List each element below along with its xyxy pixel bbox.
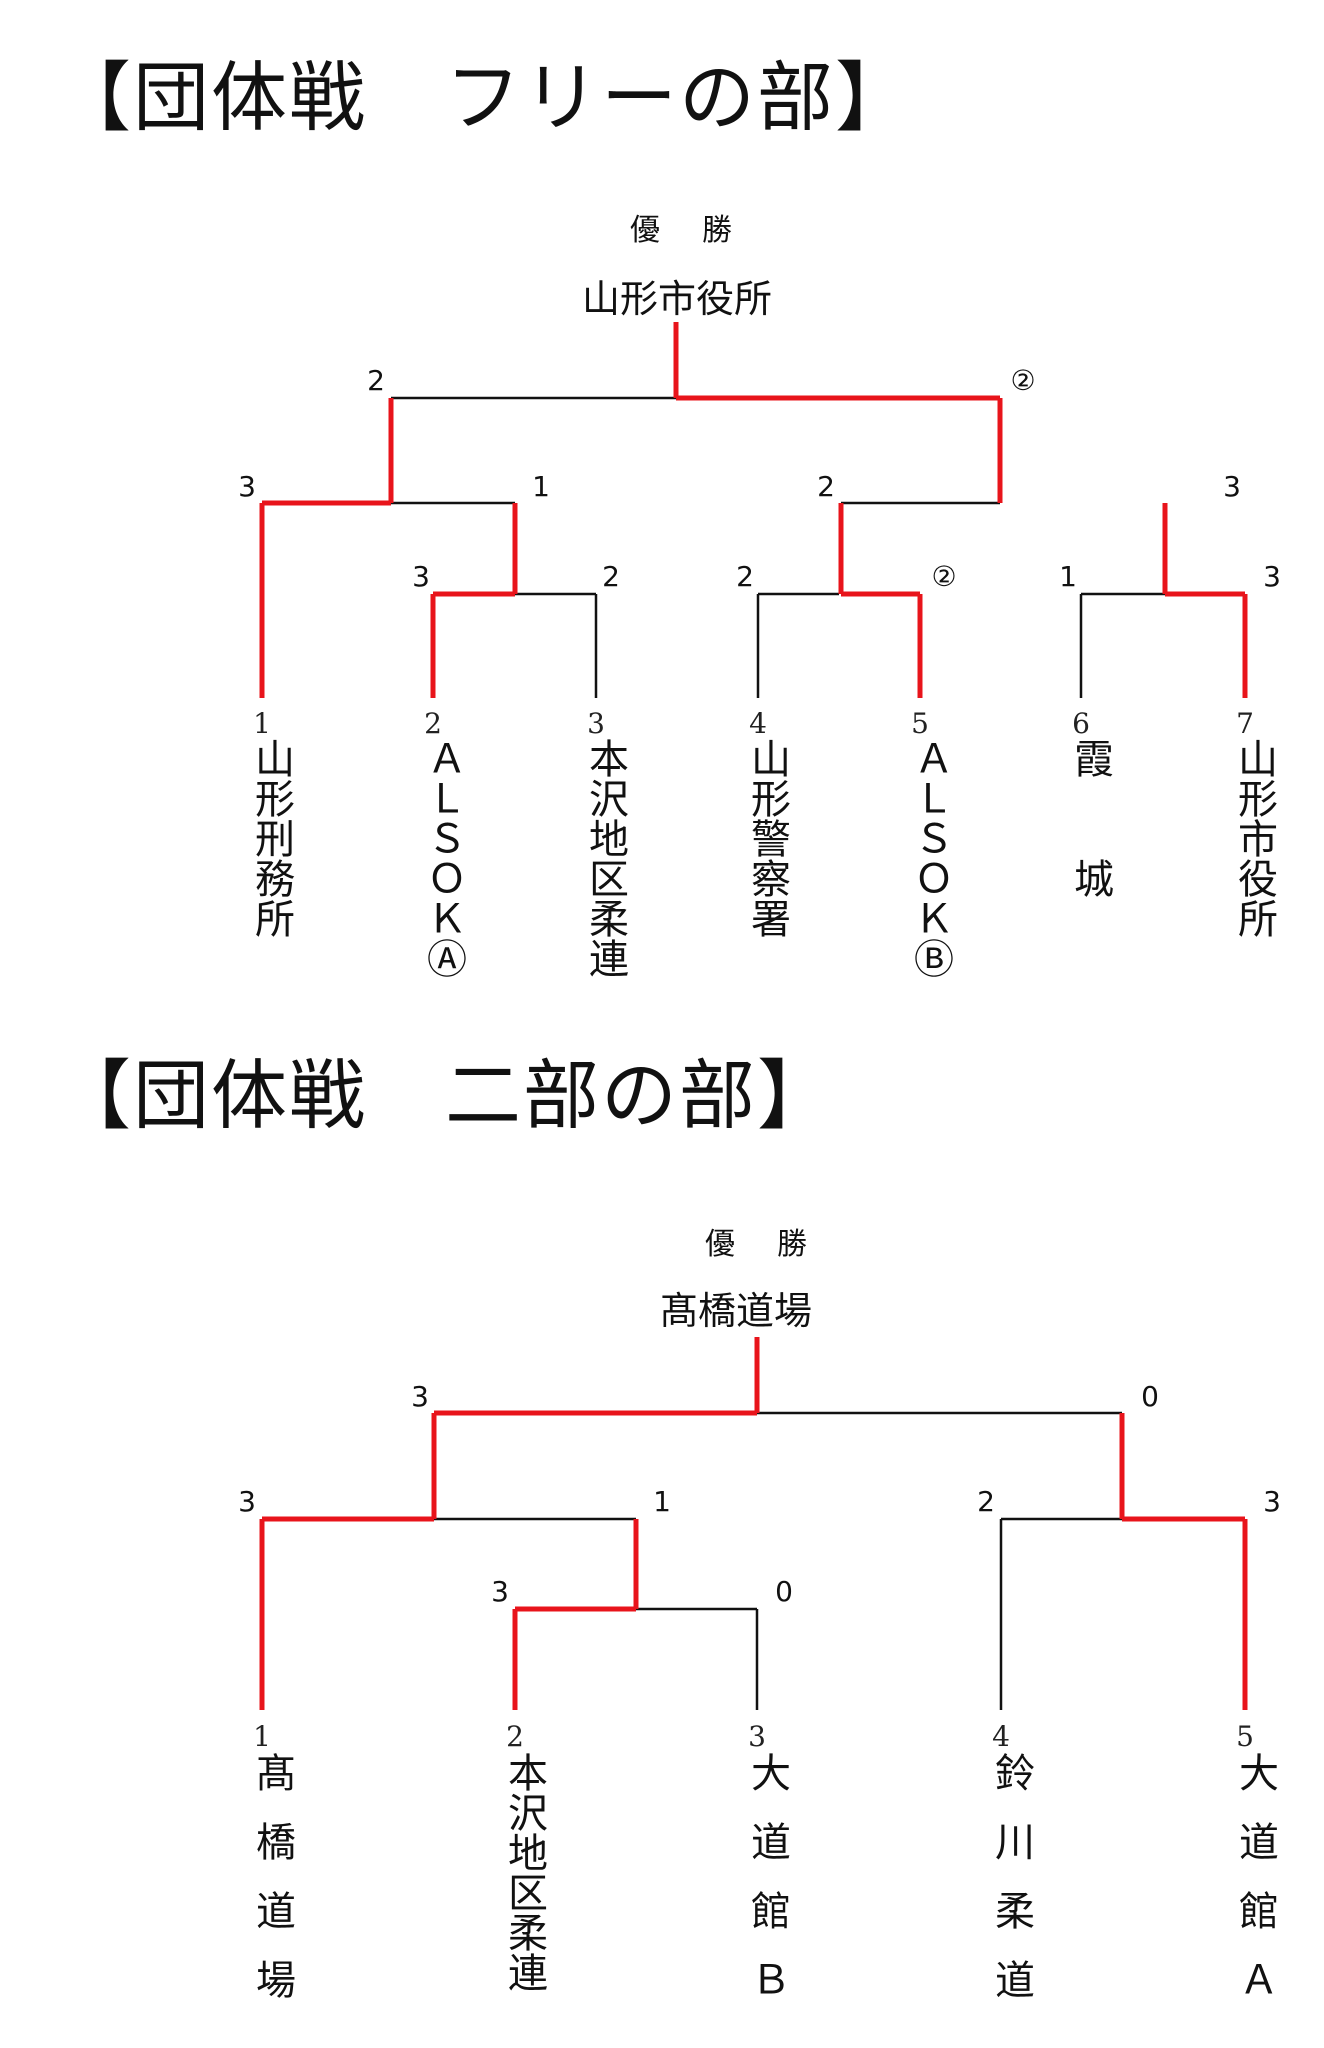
free-score-r2-45: 2 <box>817 470 835 503</box>
free-score-final-right: ② <box>1010 364 1035 397</box>
free-score-r1-2: 3 <box>412 560 430 593</box>
second-score-r2-23: 1 <box>653 1485 671 1518</box>
free-seed-5: 5 <box>911 707 929 740</box>
second-score-final-right: 0 <box>1141 1380 1159 1413</box>
free-bracket-lines <box>391 396 1165 698</box>
second-score-r1-4: 2 <box>977 1485 995 1518</box>
second-score-r1-2: 3 <box>491 1575 509 1608</box>
free-team-3: 本沢地区柔連 <box>582 738 628 978</box>
free-score-r1-4: 2 <box>736 560 754 593</box>
free-score-r2-1: 3 <box>238 470 256 503</box>
second-team-3: 大道館Ｂ <box>744 1752 790 2028</box>
second-seed-1: 1 <box>253 1720 271 1753</box>
free-winner-path <box>259 322 1248 698</box>
second-team-5: 大道館Ａ <box>1232 1752 1278 2028</box>
second-score-r1-3: 0 <box>775 1575 793 1608</box>
second-team-2: 本沢地区柔連 <box>501 1752 547 1992</box>
second-seed-4: 4 <box>992 1720 1010 1753</box>
free-seed-2: 2 <box>424 707 442 740</box>
second-score-final-left: 3 <box>411 1380 429 1413</box>
second-seed-5: 5 <box>1236 1720 1254 1753</box>
free-score-r2-67: 3 <box>1223 470 1241 503</box>
second-team-1: 髙橋道場 <box>249 1752 295 2028</box>
second-seed-3: 3 <box>748 1720 766 1753</box>
second-score-r1-5: 3 <box>1263 1485 1281 1518</box>
free-seed-3: 3 <box>587 707 605 740</box>
free-team-1: 山形刑務所 <box>248 738 294 938</box>
free-score-r1-7: 3 <box>1263 560 1281 593</box>
free-score-r1-6: 1 <box>1059 560 1077 593</box>
free-section-title: 【団体戦 フリーの部】 <box>55 53 913 142</box>
free-score-r2-23: 1 <box>532 470 550 503</box>
free-team-2: ＡＬＳＯＫⒶ <box>420 738 466 978</box>
free-team-7: 山形市役所 <box>1231 738 1277 938</box>
second-section-title: 【団体戦 二部の部】 <box>55 1051 835 1140</box>
second-score-r2-1: 3 <box>238 1485 256 1518</box>
second-champion-label: 優勝 <box>705 1227 849 1262</box>
second-champion-name: 髙橋道場 <box>660 1289 813 1333</box>
free-seed-1: 1 <box>253 707 271 740</box>
free-team-6: 霞 城 <box>1067 738 1113 898</box>
free-score-final-left: 2 <box>367 364 385 397</box>
free-team-5: ＡＬＳＯＫⒷ <box>907 738 953 978</box>
free-seed-7: 7 <box>1236 707 1254 740</box>
free-champion-label: 優勝 <box>630 213 774 248</box>
free-seed-6: 6 <box>1072 707 1090 740</box>
second-seed-2: 2 <box>506 1720 524 1753</box>
second-bracket-lines <box>434 1411 1122 1710</box>
second-team-4: 鈴川柔道 <box>988 1752 1034 2028</box>
free-team-4: 山形警察署 <box>744 738 790 938</box>
free-champion-name: 山形市役所 <box>582 277 773 321</box>
free-score-r1-5: ② <box>931 560 956 593</box>
free-seed-4: 4 <box>749 707 767 740</box>
free-score-r1-3: 2 <box>602 560 620 593</box>
second-winner-path <box>259 1337 1248 1710</box>
